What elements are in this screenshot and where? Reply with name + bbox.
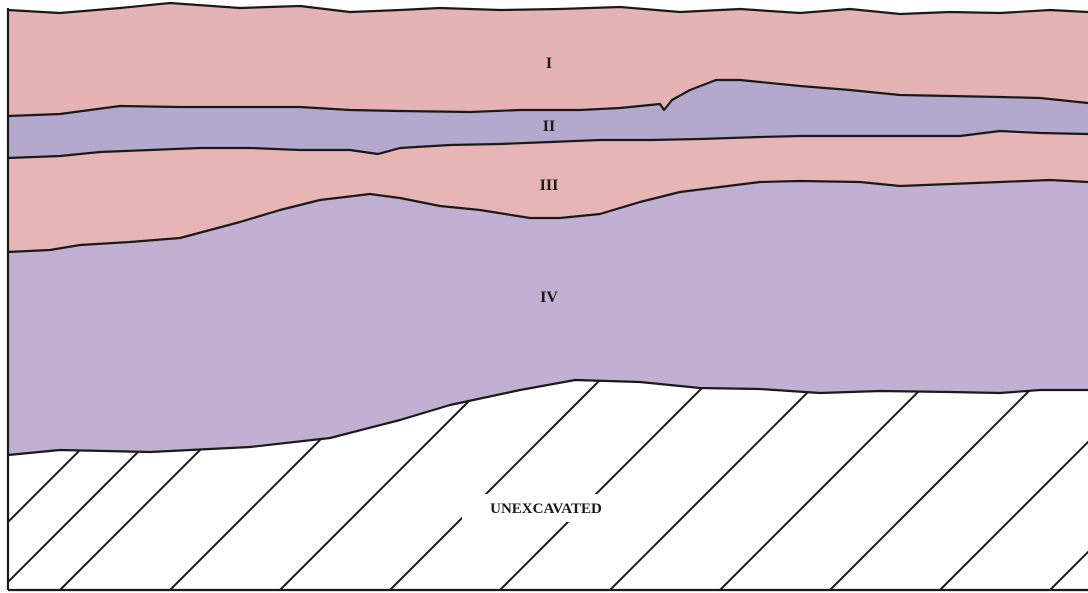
unexcavated-label: UNEXCAVATED — [490, 501, 602, 517]
layer-ii-label: II — [543, 118, 555, 135]
layer-i-label: I — [546, 55, 552, 72]
layer-iii-label: III — [540, 177, 559, 194]
layer-iv-label: IV — [540, 289, 558, 306]
